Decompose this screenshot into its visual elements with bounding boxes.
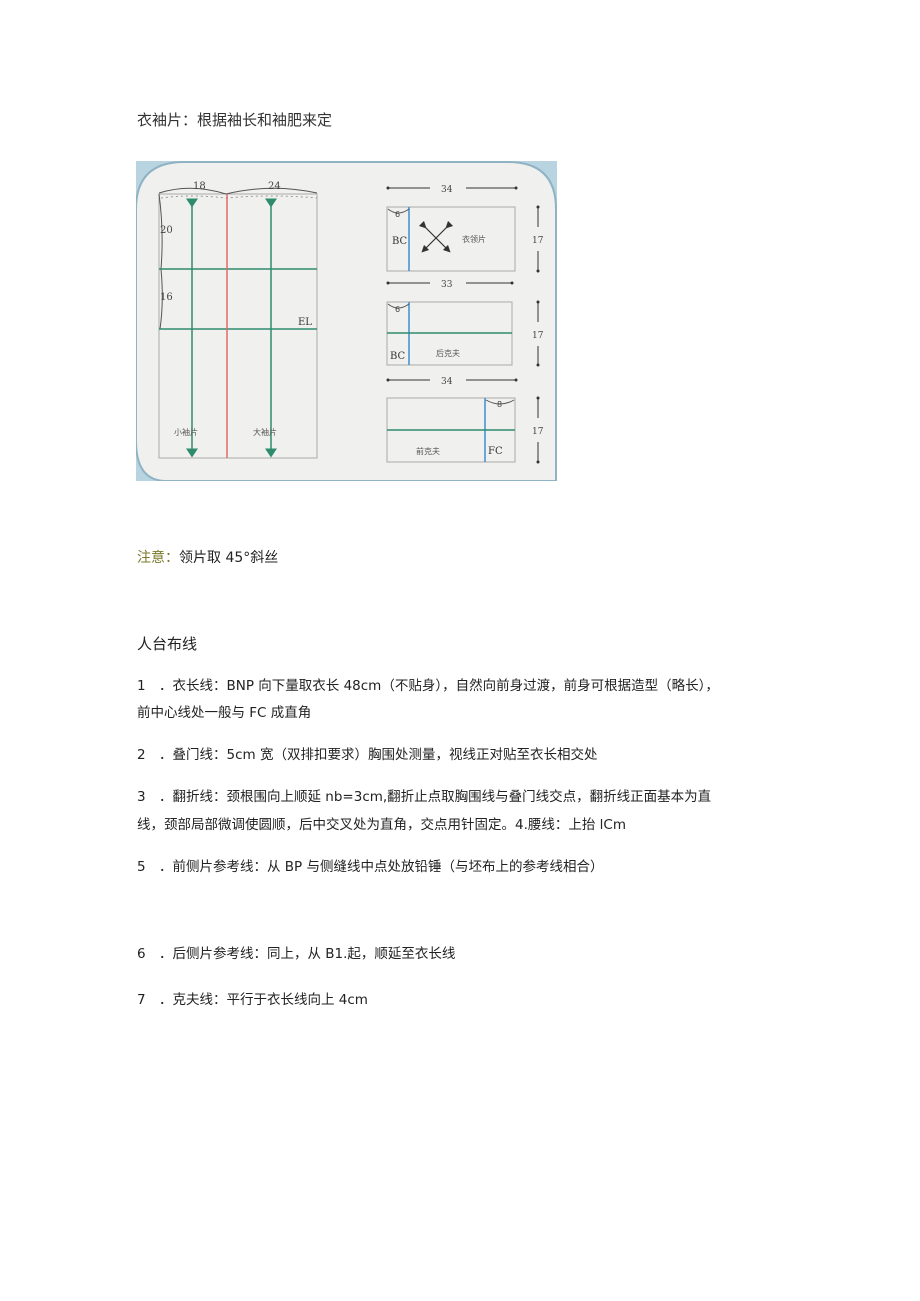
svg-text:6: 6: [395, 305, 400, 314]
front-panel-pattern: 34 8 FC 前克夫 17: [386, 377, 544, 464]
list-item-continuation: 线，颈部局部微调使圆顺，后中交叉处为直角，交点用针固定。4.腰线：上抬 lCm: [137, 817, 626, 833]
svg-text:6: 6: [395, 210, 400, 219]
list-item: 7．克夫线：平行于衣长线向上 4cm: [137, 992, 368, 1008]
svg-text:FC: FC: [488, 446, 503, 457]
svg-text:8: 8: [497, 400, 502, 409]
section-title: 人台布线: [137, 635, 198, 653]
page-heading: 衣袖片：根据袖长和袖肥来定: [137, 111, 333, 129]
sleeve-pattern: 18 24 20 16 EL 小袖片 大袖片: [158, 181, 318, 459]
svg-text:BC: BC: [390, 351, 406, 362]
svg-text:前克夫: 前克夫: [416, 446, 440, 456]
pattern-diagram: 18 24 20 16 EL 小袖片 大袖片 34: [135, 161, 557, 482]
note-text: 领片取 45°斜丝: [179, 550, 279, 566]
svg-text:大袖片: 大袖片: [253, 427, 277, 437]
svg-text:16: 16: [160, 292, 173, 303]
list-item: 5．前侧片参考线：从 BP 与侧缝线中点处放铅锤（与坯布上的参考线相合）: [137, 859, 604, 875]
svg-text:34: 34: [441, 377, 453, 387]
list-item: 1．衣长线：BNP 向下量取衣长 48cm（不贴身），自然向前身过渡，前身可根据…: [137, 678, 719, 694]
svg-text:后克夫: 后克夫: [436, 348, 460, 358]
svg-text:20: 20: [160, 225, 173, 236]
note-label: 注意：: [137, 550, 179, 566]
list-item: 6．后侧片参考线：同上，从 B1.起，顺延至衣长线: [137, 946, 456, 962]
svg-text:17: 17: [532, 331, 544, 341]
note: 注意：领片取 45°斜丝: [137, 548, 278, 568]
svg-text:BC: BC: [392, 236, 408, 247]
svg-text:34: 34: [441, 185, 453, 195]
svg-text:33: 33: [441, 280, 453, 290]
list-item-continuation: 前中心线处一般与 FC 成直角: [137, 705, 312, 721]
svg-text:小袖片: 小袖片: [174, 427, 198, 437]
svg-text:17: 17: [532, 236, 544, 246]
collar-pattern: 34 6 BC 衣领片 17: [386, 185, 544, 273]
back-panel-pattern: 33 6 BC 后克夫 17: [386, 280, 544, 367]
svg-text:EL: EL: [298, 317, 312, 328]
svg-text:24: 24: [268, 181, 281, 192]
list-item: 2．叠门线：5cm 宽（双排扣要求）胸围处测量，视线正对贴至衣长相交处: [137, 747, 598, 763]
list-item: 3．翻折线：颈根围向上顺延 nb=3cm,翻折止点取胸围线与叠门线交点，翻折线正…: [137, 789, 712, 805]
svg-text:衣领片: 衣领片: [462, 234, 486, 244]
svg-text:18: 18: [193, 181, 206, 192]
svg-text:17: 17: [532, 427, 544, 437]
